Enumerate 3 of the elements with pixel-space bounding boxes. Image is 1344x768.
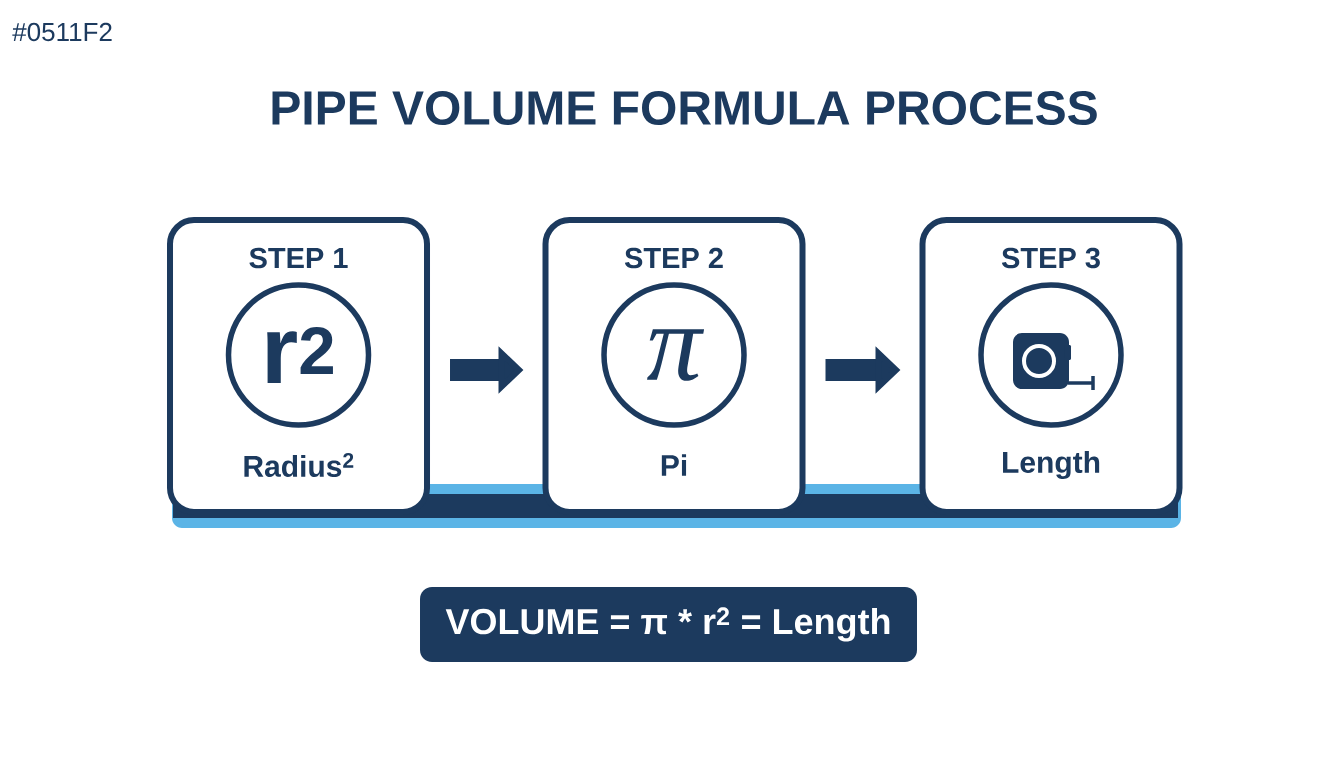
title: PIPE VOLUME FORMULA PROCESS <box>272 91 1097 125</box>
hex-code-label: #0511F2 <box>12 22 112 42</box>
formula-banner: VOLUME = π * r$^{2}$ = Length <box>420 587 917 662</box>
